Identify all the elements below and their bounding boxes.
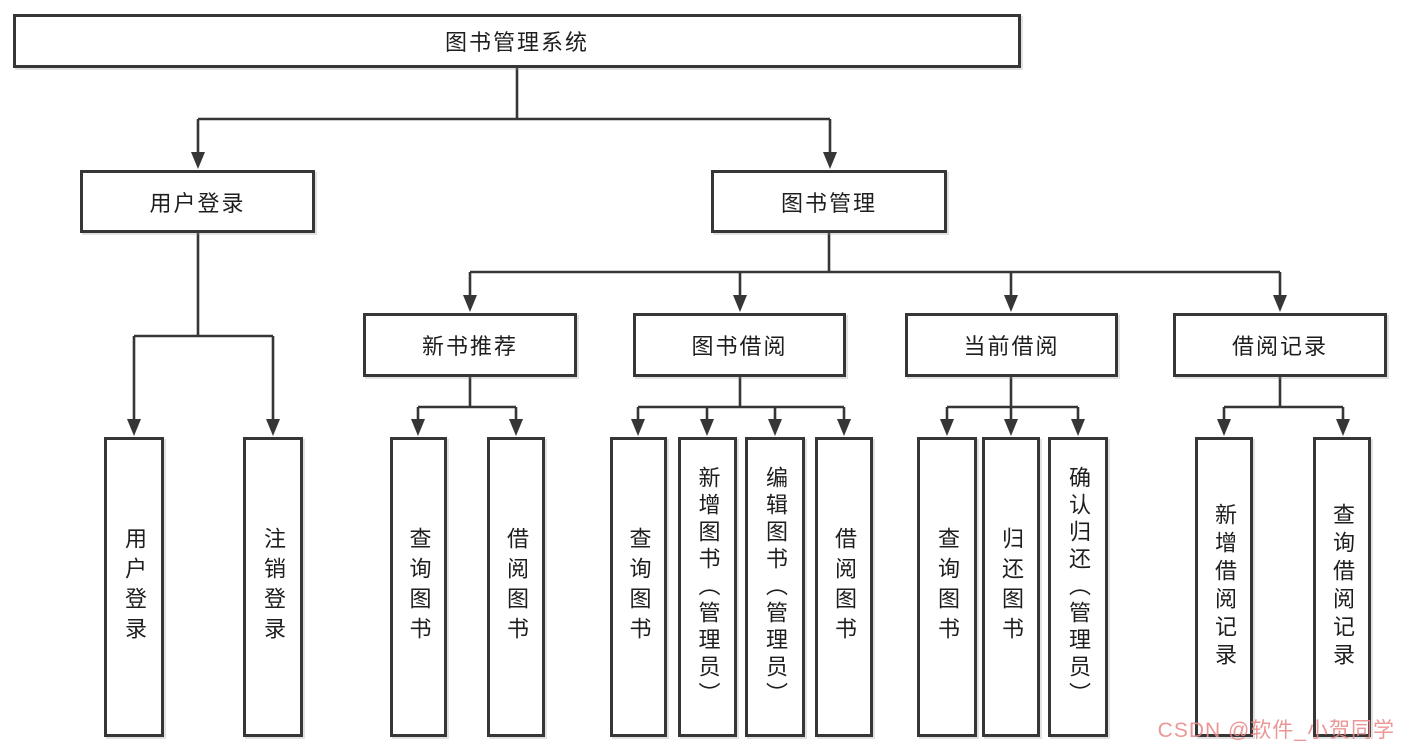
node-book-management-label: 图书管理 bbox=[780, 190, 877, 216]
leaf-edit-book-admin-label: 编辑图书（管理员） bbox=[763, 465, 788, 709]
node-current-borrowing-label: 当前借阅 bbox=[963, 334, 1060, 359]
node-root-system-label: 图书管理系统 bbox=[444, 30, 589, 55]
csdn-watermark: CSDN @软件_小贺同学 bbox=[1157, 719, 1395, 742]
leaf-confirm-return-admin: 确认归还（管理员） bbox=[1048, 437, 1108, 737]
leaf-add-borrow-record-label: 新增借阅记录 bbox=[1212, 503, 1237, 671]
node-user-login: 用户登录 bbox=[80, 170, 315, 233]
leaf-query-book-current: 查询图书 bbox=[917, 437, 977, 737]
node-current-borrowing: 当前借阅 bbox=[905, 313, 1118, 377]
connector-borrow-records-to-leaves bbox=[1217, 377, 1350, 436]
leaf-query-book-recommend: 查询图书 bbox=[390, 437, 447, 737]
leaf-user-login: 用户登录 bbox=[104, 437, 164, 737]
leaf-query-borrow-record-label: 查询借阅记录 bbox=[1330, 503, 1355, 671]
leaf-query-book-current-label: 查询图书 bbox=[935, 527, 960, 647]
node-book-management: 图书管理 bbox=[711, 170, 947, 233]
leaf-borrow-book-recommend: 借阅图书 bbox=[487, 437, 545, 737]
leaf-query-book-borrowing: 查询图书 bbox=[610, 437, 667, 737]
leaf-borrow-book-borrowing: 借阅图书 bbox=[815, 437, 873, 737]
leaf-query-borrow-record: 查询借阅记录 bbox=[1313, 437, 1371, 737]
node-user-login-label: 用户登录 bbox=[149, 190, 246, 216]
leaf-add-book-admin: 新增图书（管理员） bbox=[678, 437, 737, 737]
leaf-return-book: 归还图书 bbox=[982, 437, 1040, 737]
connector-book-management-to-level3 bbox=[463, 233, 1287, 312]
node-borrow-records: 借阅记录 bbox=[1173, 313, 1387, 377]
connector-current-borrowing-to-leaves bbox=[940, 377, 1085, 436]
connector-root-to-level2 bbox=[191, 68, 837, 169]
leaf-logout: 注销登录 bbox=[243, 437, 303, 737]
node-borrow-records-label: 借阅记录 bbox=[1231, 334, 1328, 359]
leaf-confirm-return-admin-label: 确认归还（管理员） bbox=[1066, 465, 1091, 709]
leaf-edit-book-admin: 编辑图书（管理员） bbox=[745, 437, 805, 737]
connector-user-login-to-leaves bbox=[127, 233, 280, 436]
node-new-book-recommend: 新书推荐 bbox=[363, 313, 577, 377]
leaf-query-book-recommend-label: 查询图书 bbox=[406, 527, 432, 647]
leaf-query-book-borrowing-label: 查询图书 bbox=[626, 527, 652, 647]
node-root-system: 图书管理系统 bbox=[13, 14, 1021, 68]
connector-new-book-recommend-to-leaves bbox=[411, 377, 523, 436]
leaf-add-borrow-record: 新增借阅记录 bbox=[1195, 437, 1253, 737]
leaf-borrow-book-recommend-label: 借阅图书 bbox=[504, 527, 529, 647]
node-new-book-recommend-label: 新书推荐 bbox=[421, 334, 518, 359]
node-book-borrowing-label: 图书借阅 bbox=[691, 334, 788, 359]
connector-book-borrowing-to-leaves bbox=[631, 377, 851, 436]
leaf-user-login-label: 用户登录 bbox=[122, 527, 147, 647]
leaf-add-book-admin-label: 新增图书（管理员） bbox=[695, 465, 721, 709]
node-book-borrowing: 图书借阅 bbox=[633, 313, 846, 377]
leaf-logout-label: 注销登录 bbox=[261, 527, 286, 647]
leaf-borrow-book-borrowing-label: 借阅图书 bbox=[832, 527, 857, 647]
leaf-return-book-label: 归还图书 bbox=[999, 527, 1024, 647]
